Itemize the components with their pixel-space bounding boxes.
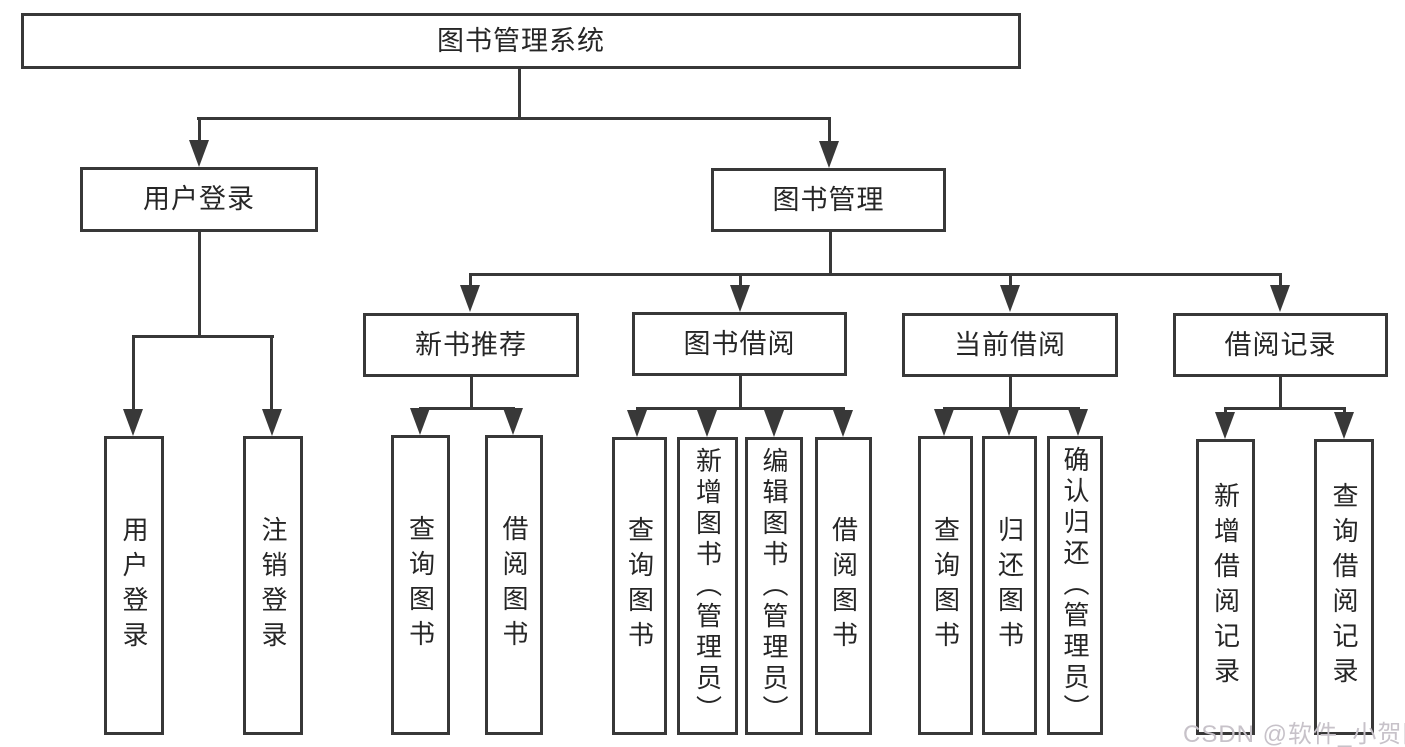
- arrowhead-down-icon: [123, 409, 143, 436]
- arrowhead-down-icon: [697, 410, 717, 437]
- connector-rail-borrow-records: [1223, 407, 1346, 410]
- arrowhead-down-icon: [1334, 412, 1354, 439]
- arrowhead-down-icon: [1270, 285, 1290, 312]
- connector-line: [197, 117, 201, 142]
- node-new-book-recommend: 新书推荐: [363, 313, 579, 377]
- leaf-logout: 注销登录: [243, 436, 303, 735]
- leaf-borrow-book: 借阅图书: [815, 437, 872, 735]
- leaf-edit-book-admin: 编辑图书（管理员）: [745, 437, 803, 735]
- leaf-confirm-return-admin: 确认归还（管理员）: [1047, 436, 1103, 735]
- connector-line: [1008, 273, 1012, 287]
- connector-stem-borrow-records: [1278, 377, 1282, 407]
- node-root: 图书管理系统: [21, 13, 1021, 69]
- arrowhead-down-icon: [833, 410, 853, 437]
- arrowhead-down-icon: [503, 408, 523, 435]
- connector-stem-book-management: [828, 232, 832, 273]
- node-current-borrow: 当前借阅: [902, 313, 1118, 377]
- connector-rail-user-login: [131, 335, 274, 338]
- arrowhead-down-icon: [1068, 409, 1088, 436]
- arrowhead-down-icon: [730, 285, 750, 312]
- connector-rail-new-book-recommend: [418, 407, 515, 410]
- connector-rail-level2: [197, 117, 831, 120]
- arrowhead-down-icon: [764, 410, 784, 437]
- arrowhead-down-icon: [1000, 285, 1020, 312]
- connector-line: [827, 117, 831, 142]
- leaf-add-book-admin: 新增图书（管理员）: [677, 437, 738, 735]
- leaf-user-login: 用户登录: [104, 436, 164, 735]
- connector-line: [468, 273, 472, 287]
- node-borrow-records: 借阅记录: [1173, 313, 1388, 377]
- arrowhead-down-icon: [819, 141, 839, 168]
- leaf-query-borrow-record: 查询借阅记录: [1314, 439, 1374, 735]
- node-user-login: 用户登录: [80, 167, 318, 232]
- leaf-borrow-book-recommend: 借阅图书: [485, 435, 543, 735]
- connector-line: [1342, 407, 1346, 413]
- connector-stem-current-borrow: [1008, 377, 1012, 407]
- leaf-add-borrow-record: 新增借阅记录: [1196, 439, 1255, 735]
- leaf-return-book: 归还图书: [982, 436, 1037, 735]
- connector-stem-user-login: [197, 232, 201, 335]
- leaf-query-book-borrow: 查询图书: [612, 437, 667, 735]
- csdn-watermark: CSDN @软件_小贺同学: [1183, 721, 1405, 747]
- node-book-borrow: 图书借阅: [632, 312, 847, 376]
- connector-line: [270, 335, 273, 411]
- arrowhead-down-icon: [189, 140, 209, 167]
- connector-stem-new-book-recommend: [469, 377, 473, 407]
- leaf-query-book-recommend: 查询图书: [391, 435, 450, 735]
- arrowhead-down-icon: [627, 410, 647, 437]
- connector-stem-book-borrow: [738, 376, 742, 407]
- node-book-management: 图书管理: [711, 168, 946, 232]
- connector-rail-book-borrow: [635, 407, 844, 410]
- arrowhead-down-icon: [410, 408, 430, 435]
- connector-rail-current-borrow: [942, 407, 1080, 410]
- arrowhead-down-icon: [261, 409, 282, 436]
- arrowhead-down-icon: [1215, 412, 1235, 439]
- leaf-query-book-current: 查询图书: [918, 436, 973, 735]
- connector-rail-level3: [468, 273, 1282, 276]
- arrowhead-down-icon: [460, 285, 480, 312]
- connector-line: [131, 335, 135, 411]
- connector-line: [1278, 273, 1282, 287]
- arrowhead-down-icon: [999, 409, 1019, 436]
- arrowhead-down-icon: [934, 409, 954, 436]
- connector-line: [738, 273, 742, 287]
- connector-line: [1223, 407, 1227, 413]
- connector-stem-root: [518, 69, 521, 117]
